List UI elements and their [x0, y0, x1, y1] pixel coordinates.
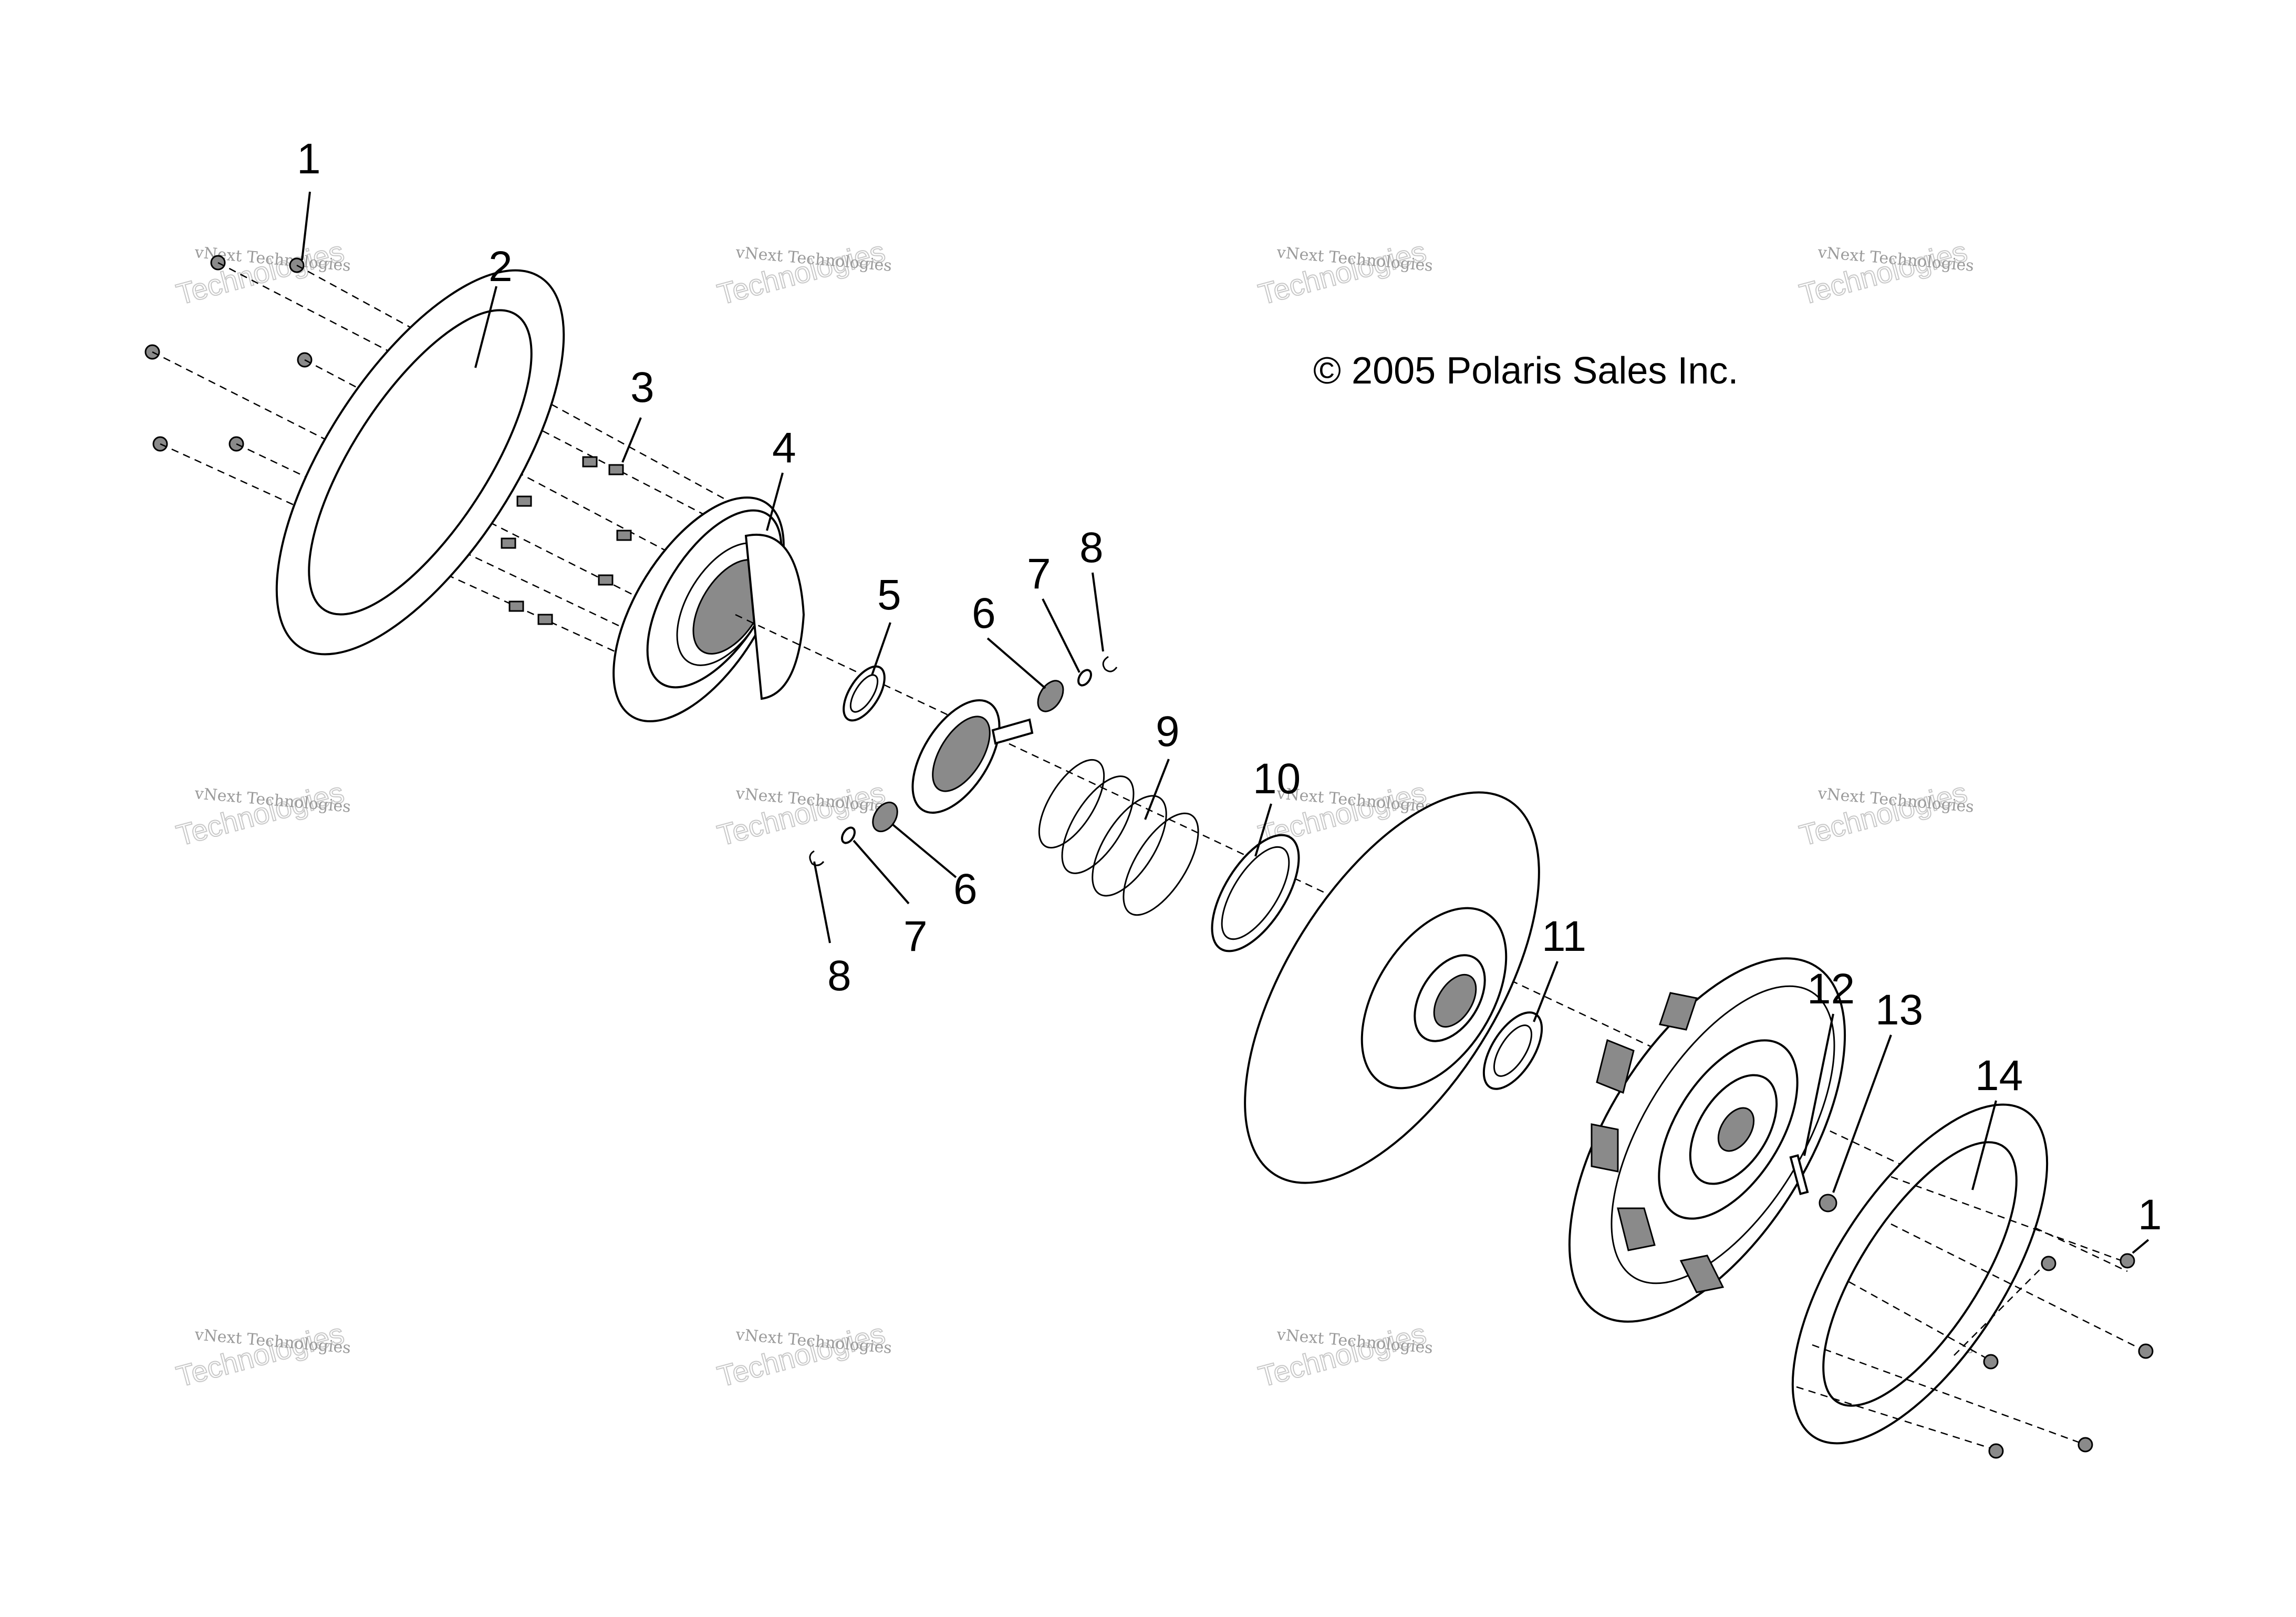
callout-8: 8	[1079, 524, 1104, 572]
callout-7: 7	[1027, 550, 1051, 598]
spring	[1038, 759, 1199, 916]
callout-8-lower: 8	[827, 952, 851, 1000]
watermark: Technologies vNext Technologies	[1254, 1316, 1433, 1393]
leader-line	[301, 191, 311, 261]
copyright-notice: © 2005 Polaris Sales Inc.	[1313, 350, 1738, 392]
callout-5: 5	[877, 571, 901, 619]
callout-10: 10	[1253, 755, 1301, 803]
leader-line	[986, 637, 1046, 689]
assembly-line	[1890, 1223, 2144, 1351]
leader-line	[871, 622, 891, 676]
callout-7-lower: 7	[903, 913, 928, 960]
screw-icon	[2077, 1437, 2093, 1453]
assembly-line	[1954, 1260, 2049, 1356]
clip-lower	[809, 850, 825, 866]
watermark: Technologies vNext Technologies	[1795, 234, 1975, 311]
leader-line	[621, 417, 642, 463]
leader-line	[1971, 1100, 1997, 1190]
leader-line	[2132, 1239, 2149, 1254]
callout-6: 6	[972, 589, 996, 637]
fixed-sheave	[1568, 957, 1846, 1323]
callout-4: 4	[772, 424, 796, 472]
leader-line	[813, 861, 831, 944]
callout-6-lower: 6	[953, 865, 978, 913]
watermark: Technologies vNext Technologies	[713, 234, 892, 311]
callout-9: 9	[1156, 708, 1180, 755]
right-screw-set	[1796, 1176, 2154, 1459]
movable-sheave	[1244, 791, 1540, 1184]
callout-1-right: 1	[2138, 1191, 2162, 1239]
leader-line	[1042, 598, 1081, 673]
assembly-line	[217, 262, 725, 526]
leader-line	[1254, 803, 1272, 857]
leader-line	[1533, 961, 1559, 1022]
leader-line	[892, 824, 957, 878]
clutch-cover	[612, 496, 805, 722]
callout-14: 14	[1975, 1052, 2023, 1100]
watermark: Technologies vNext Technologies	[172, 1316, 351, 1393]
leader-line	[766, 472, 784, 531]
bushing-lower	[872, 801, 898, 833]
callout-labels: 1 2 3 4 5 6 7 8 9 10 6 7 8 11 12 13 14 1	[297, 135, 2162, 1239]
assembly-line	[1890, 1176, 2123, 1262]
leader-lines	[301, 191, 2149, 1254]
bolt-icon	[616, 530, 632, 541]
hub-assembly	[911, 699, 1034, 814]
watermark: Technologies vNext Technologies	[172, 775, 351, 852]
callout-11: 11	[1542, 913, 1586, 960]
screw-icon	[2138, 1343, 2154, 1359]
callout-3: 3	[630, 364, 654, 411]
callout-12: 12	[1807, 965, 1855, 1013]
retaining-ring	[843, 665, 886, 722]
screw-icon	[1988, 1443, 2004, 1459]
gasket-ring-left	[275, 269, 565, 656]
watermark: Technologies vNext Technologies	[172, 234, 351, 311]
assembly-line	[1812, 1344, 2086, 1446]
nut-icon	[1819, 1194, 1837, 1212]
washer-lower	[841, 826, 856, 844]
leader-line	[1092, 572, 1104, 652]
watermark: Technologies vNext Technologies	[1254, 234, 1433, 311]
leader-line	[853, 839, 910, 905]
roller-pin	[1789, 1154, 1809, 1196]
assembly-line	[1848, 1281, 1991, 1362]
washer-upper	[1077, 669, 1092, 687]
thrust-washer	[1482, 1011, 1543, 1090]
bolt-icon	[598, 574, 614, 586]
watermark: Technologies vNext Technologies	[713, 775, 892, 852]
callout-13: 13	[1875, 986, 1923, 1034]
bolt-icon	[582, 456, 598, 468]
leader-line	[1803, 1013, 1834, 1156]
screw-icon	[1983, 1354, 1999, 1370]
bolt-icon	[537, 614, 553, 625]
screw-icon	[2041, 1256, 2056, 1271]
watermark: Technologies vNext Technologies	[713, 1316, 892, 1393]
gasket-ring-right	[1791, 1103, 2049, 1445]
leader-line	[474, 286, 497, 368]
bolt-icon	[516, 495, 532, 507]
watermark: Technologies vNext Technologies	[1795, 775, 1975, 852]
callout-2: 2	[489, 243, 513, 291]
bolt-icon	[501, 537, 516, 549]
callout-1: 1	[297, 135, 321, 183]
bearing-ring	[1211, 834, 1300, 952]
clip-upper	[1102, 656, 1118, 672]
leader-line	[1832, 1034, 1892, 1193]
bolt-icon	[508, 600, 524, 612]
cover-bolt-set	[501, 456, 632, 625]
assembly-line	[1796, 1386, 1997, 1451]
screw-icon	[2120, 1253, 2135, 1269]
bolt-icon	[608, 464, 624, 475]
leader-line	[1144, 759, 1170, 820]
